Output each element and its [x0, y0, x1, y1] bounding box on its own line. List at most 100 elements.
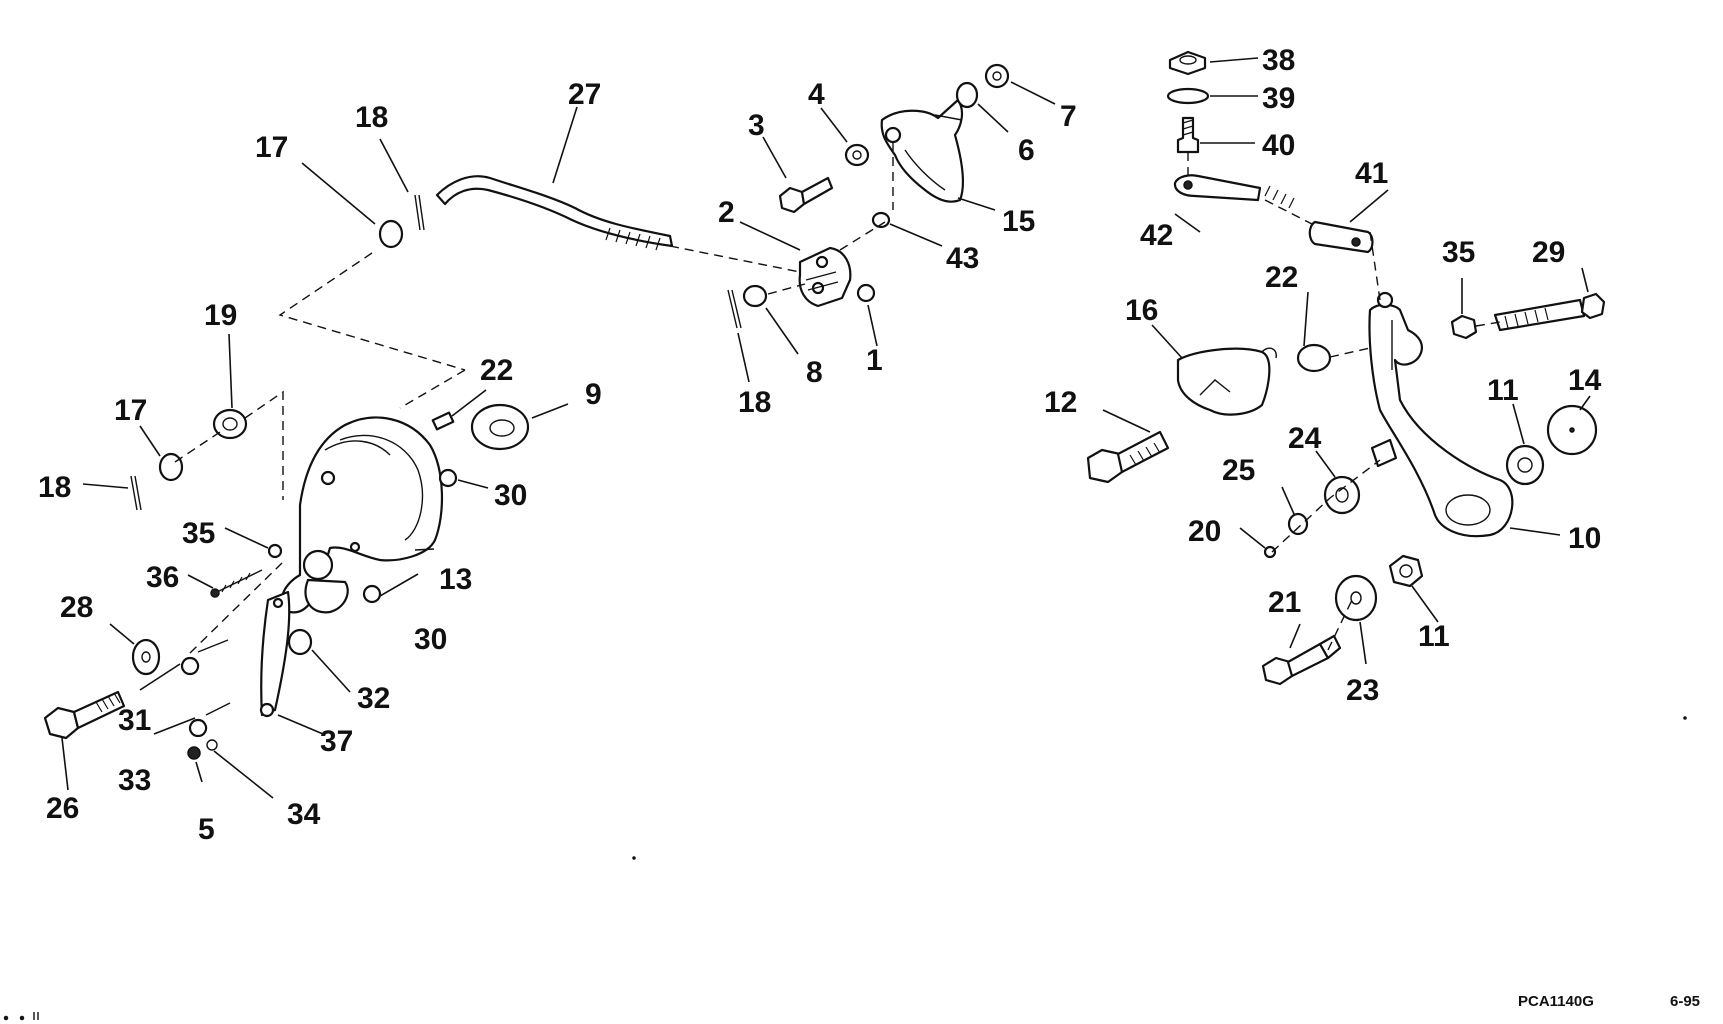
callout: 35	[1442, 236, 1475, 269]
bolt-26	[43, 690, 126, 740]
callout: 19	[204, 299, 237, 332]
callout: 41	[1355, 157, 1388, 190]
callout: 22	[1265, 261, 1298, 294]
callout: 17	[255, 131, 288, 164]
callout: 18	[355, 101, 388, 134]
cotter-pin-18-left	[130, 475, 142, 511]
callout: 4	[808, 78, 825, 111]
washer-4	[844, 143, 870, 167]
date-code: 6-95	[1670, 993, 1700, 1010]
callout: 36	[146, 561, 179, 594]
cotter-pin-18-center	[727, 289, 742, 329]
callout: 23	[1346, 674, 1379, 707]
callout: 22	[480, 354, 513, 387]
ball-stud-40	[1176, 116, 1200, 154]
callout: 38	[1262, 44, 1295, 77]
callout: 30	[414, 623, 447, 656]
nut-20	[1263, 545, 1277, 559]
screw-31	[181, 656, 200, 676]
callout: 31	[118, 704, 151, 737]
callout: 26	[46, 792, 79, 825]
callout: 13	[439, 563, 472, 596]
assembly-centerlines	[174, 142, 1501, 654]
washer-17-upper	[378, 219, 404, 249]
callout: 11	[1418, 620, 1450, 653]
nut-35-left	[267, 543, 283, 559]
screw-3	[778, 176, 834, 214]
shift-lever-arm	[1368, 303, 1514, 538]
callout: 20	[1188, 515, 1221, 548]
pin-22-left	[431, 411, 455, 431]
drawing-code: PCA1140G	[1518, 993, 1594, 1010]
clamp-16	[1176, 347, 1271, 416]
throttle-link	[260, 590, 291, 717]
callout: 2	[718, 196, 735, 229]
rod-end-42	[1173, 174, 1262, 202]
callout: 33	[118, 764, 151, 797]
screw-36	[214, 569, 263, 594]
callout: 29	[1532, 236, 1565, 269]
bolt-21	[1261, 634, 1342, 686]
callout: 8	[806, 356, 823, 389]
callout: 35	[182, 517, 215, 550]
washer-25	[1287, 512, 1309, 536]
bolt-29	[1493, 292, 1606, 332]
washer-7	[984, 63, 1010, 89]
spacer-32	[287, 628, 313, 656]
nut-11-lower	[1388, 554, 1424, 588]
callout: 1	[866, 344, 883, 377]
callout: 39	[1262, 82, 1295, 115]
shift-lever-assembly	[1086, 50, 1606, 686]
spacer-24	[1323, 475, 1361, 515]
callout: 7	[1060, 100, 1077, 133]
washer-17-lower	[158, 452, 184, 482]
callout: 15	[1002, 205, 1035, 238]
nut-35-right	[1450, 314, 1478, 340]
callout: 10	[1568, 522, 1601, 555]
callout: 6	[1018, 134, 1035, 167]
cotter-pin-18-upper	[414, 194, 425, 231]
nut-5	[187, 746, 201, 760]
nut-6	[955, 81, 979, 109]
scan-marks	[3, 716, 1687, 1021]
callout: 18	[38, 471, 71, 504]
throttle-rod	[435, 175, 674, 251]
nut-1	[856, 283, 876, 303]
bolt-12	[1086, 430, 1170, 484]
washer-23	[1334, 574, 1378, 622]
callout: 25	[1222, 454, 1255, 487]
bushing-19	[212, 408, 248, 440]
nut-11-upper	[1505, 444, 1545, 486]
callout: 37	[320, 725, 353, 758]
nut-30-upper	[438, 468, 458, 488]
callout: 27	[568, 78, 601, 111]
mounting-bracket	[880, 98, 965, 203]
callout: 3	[748, 109, 765, 142]
callout: 17	[114, 394, 147, 427]
callout: 30	[494, 479, 527, 512]
callout: 24	[1288, 422, 1322, 455]
callout-labels: 1 2 3 4 5 6 7 8 9 10 11 11 12 13 14 15 1…	[38, 44, 1700, 1010]
callout: 40	[1262, 129, 1295, 162]
callout: 11	[1487, 374, 1519, 407]
throttle-cam-assembly	[43, 194, 530, 760]
nut-38	[1168, 50, 1207, 76]
callout: 42	[1140, 219, 1173, 252]
washer-43	[871, 211, 891, 229]
screw-33	[189, 718, 208, 738]
link-41	[1308, 220, 1374, 254]
callout: 14	[1568, 364, 1602, 397]
callout: 32	[357, 682, 390, 715]
washer-34	[206, 739, 218, 751]
washer-28	[131, 638, 161, 676]
callout: 21	[1268, 586, 1301, 619]
callout: 9	[585, 378, 602, 411]
callout: 12	[1044, 386, 1077, 419]
callout: 16	[1125, 294, 1158, 327]
nut-30-lower	[362, 584, 382, 604]
washer-39	[1166, 87, 1210, 105]
washer-9	[470, 403, 530, 451]
callout: 5	[198, 813, 215, 846]
bushing-22-right	[1296, 343, 1332, 373]
